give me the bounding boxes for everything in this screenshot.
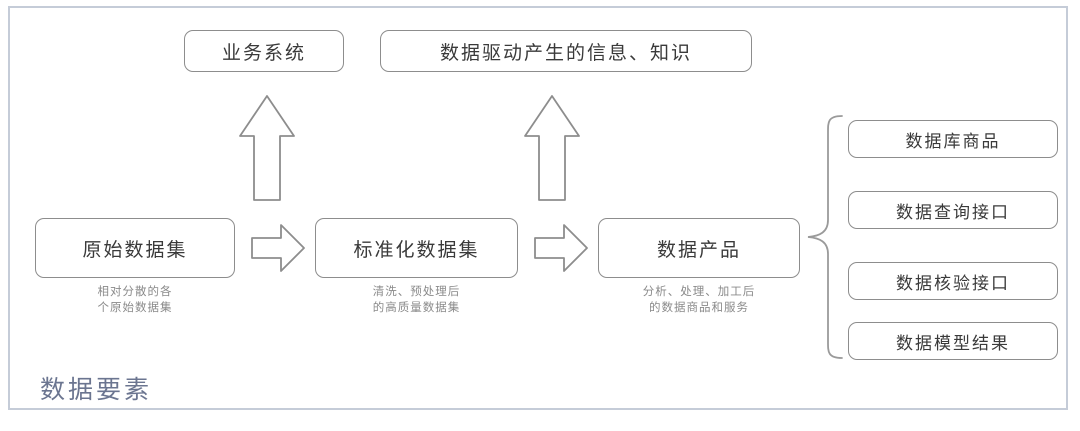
box-database-goods-label: 数据库商品 <box>905 131 1001 151</box>
box-data-model-result-label: 数据模型结果 <box>896 333 1010 353</box>
box-data-query-api-label: 数据查询接口 <box>896 202 1010 222</box>
right-arrow-icon-2 <box>534 224 588 272</box>
right-arrow-icon-1 <box>251 224 305 272</box>
box-data-verification-api[interactable]: 数据核验接口 <box>848 262 1058 300</box>
up-arrow-icon-1 <box>239 95 295 201</box>
box-raw-dataset-label: 原始数据集 <box>82 239 188 261</box>
box-data-product-label: 数据产品 <box>656 239 741 261</box>
box-business-system-label: 业务系统 <box>221 42 306 64</box>
page-title: 数据要素 <box>40 377 153 404</box>
caption-standardized-dataset: 清洗、预处理后 的高质量数据集 <box>372 286 461 314</box>
box-data-model-result[interactable]: 数据模型结果 <box>848 322 1058 360</box>
box-business-system[interactable]: 业务系统 <box>184 30 344 72</box>
box-data-verification-api-label: 数据核验接口 <box>896 273 1010 293</box>
box-raw-dataset[interactable]: 原始数据集 <box>35 218 235 278</box>
box-data-driven-knowledge-label: 数据驱动产生的信息、知识 <box>439 42 692 64</box>
box-data-product[interactable]: 数据产品 <box>598 218 800 278</box>
caption-raw-dataset: 相对分散的各 个原始数据集 <box>97 286 173 314</box>
diagram-frame: 业务系统 数据驱动产生的信息、知识 原始数据集 相对分散的各 个原始数据集 标准… <box>8 6 1068 410</box>
caption-data-product: 分析、处理、加工后 的数据商品和服务 <box>642 286 756 314</box>
box-data-query-api[interactable]: 数据查询接口 <box>848 191 1058 229</box>
box-database-goods[interactable]: 数据库商品 <box>848 120 1058 158</box>
box-data-driven-knowledge[interactable]: 数据驱动产生的信息、知识 <box>380 30 752 72</box>
box-standardized-dataset-label: 标准化数据集 <box>353 239 480 261</box>
box-standardized-dataset[interactable]: 标准化数据集 <box>315 218 518 278</box>
left-curly-brace-icon <box>807 115 843 359</box>
up-arrow-icon-2 <box>524 95 580 201</box>
